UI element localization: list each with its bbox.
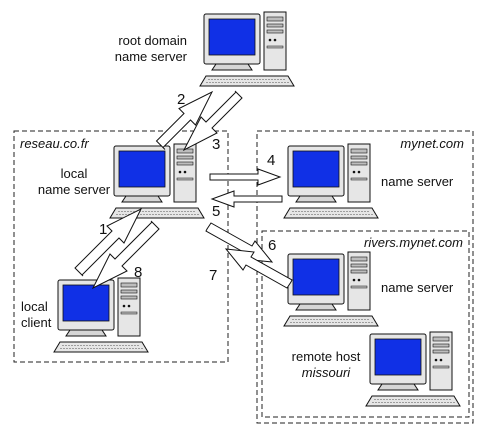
mynet-server-label: name server <box>381 174 454 189</box>
step-number-7: 7 <box>209 267 217 284</box>
rivers-server-label: name server <box>381 280 454 295</box>
arrow-step-3-reply <box>182 90 243 152</box>
arrow-step-6-query <box>205 222 274 263</box>
step-number-5: 5 <box>212 203 220 220</box>
zone-label-mynet: mynet.com <box>400 136 464 151</box>
step-number-3: 3 <box>212 136 220 153</box>
zone-label-rivers: rivers.mynet.com <box>364 235 463 250</box>
step-number-4: 4 <box>267 152 275 169</box>
mynet-server-workstation-icon <box>283 143 379 219</box>
local-client-workstation-icon <box>53 277 149 353</box>
local-server-label-line1: local <box>61 166 88 181</box>
root-server-label-line1: root domain <box>118 33 187 48</box>
root-server-label-line2: name server <box>115 49 188 64</box>
local-server-workstation-icon <box>109 143 205 219</box>
step-number-2: 2 <box>177 91 185 108</box>
remote-host-workstation-icon <box>365 331 461 407</box>
remote-host-label-line2: missouri <box>302 365 352 380</box>
zone-mynet <box>256 130 474 424</box>
arrow-step-7-reply <box>224 248 293 289</box>
remote-host-label-line1: remote host <box>292 349 361 364</box>
step-number-6: 6 <box>268 237 276 254</box>
arrow-step-1-query <box>74 207 143 277</box>
local-server-label-line2: name server <box>38 182 111 197</box>
step-number-1: 1 <box>99 221 107 238</box>
zone-reseau <box>13 130 229 363</box>
arrow-step-4-query <box>209 168 282 186</box>
local-client-label-line1: local <box>21 299 48 314</box>
root-server-workstation-icon <box>199 11 295 87</box>
arrow-step-2-query <box>155 90 214 150</box>
zone-label-reseau: reseau.co.fr <box>20 136 89 151</box>
local-client-label-line2: client <box>21 315 52 330</box>
arrow-step-8-reply <box>91 220 160 290</box>
zone-rivers <box>261 230 470 418</box>
rivers-server-workstation-icon <box>283 251 379 327</box>
arrow-step-5-reply <box>210 190 283 208</box>
step-number-8: 8 <box>134 264 142 281</box>
